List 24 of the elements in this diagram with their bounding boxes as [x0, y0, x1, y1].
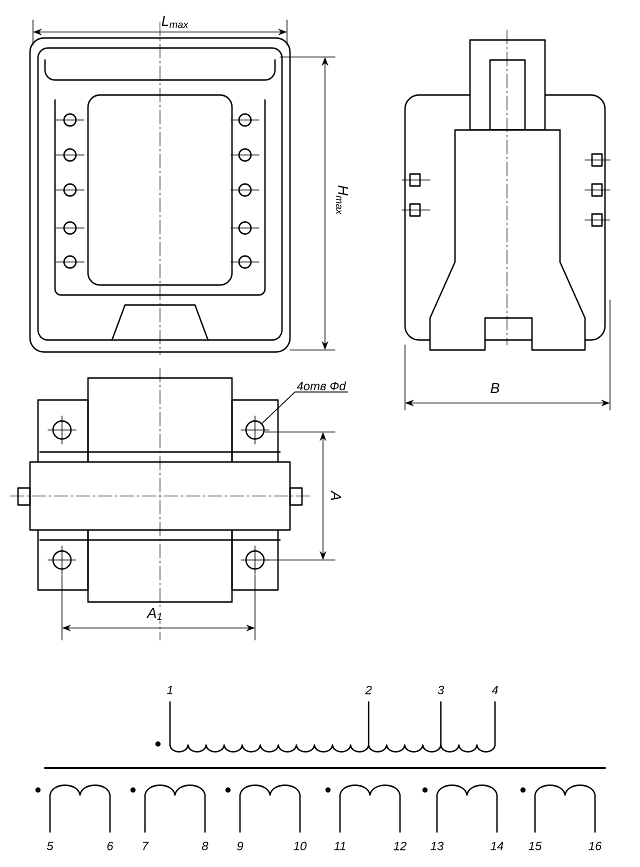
pin-number: 12	[394, 842, 406, 850]
pin-number: 1	[166, 686, 172, 694]
dimension-label: B	[489, 382, 501, 394]
leader-line	[262, 392, 348, 424]
dimension-label: L$_{max}$	[160, 14, 190, 30]
pin-number: 3	[438, 686, 444, 694]
pin-number: 16	[588, 842, 602, 850]
dimension-label: A	[330, 490, 342, 502]
pin-number: 6	[107, 842, 114, 850]
pin-number: 14	[490, 842, 504, 850]
callout-text: 4отв Фd	[296, 382, 346, 390]
pin-number: 5	[46, 842, 54, 850]
pin-number: 10	[294, 842, 307, 850]
pin-number: 15	[528, 842, 542, 850]
pin-number: 13	[430, 842, 444, 850]
dimension-label: A$_{1}$	[146, 606, 164, 622]
dimension-label: H$_{max}$	[334, 184, 350, 216]
mounting-hole	[240, 416, 270, 444]
pin-number: 9	[237, 842, 244, 850]
pin-number: 11	[334, 842, 346, 850]
pin-number: 7	[142, 842, 149, 850]
pin-number: 4	[492, 686, 498, 694]
pin-number: 8	[202, 842, 208, 850]
pin-number: 2	[365, 686, 372, 694]
